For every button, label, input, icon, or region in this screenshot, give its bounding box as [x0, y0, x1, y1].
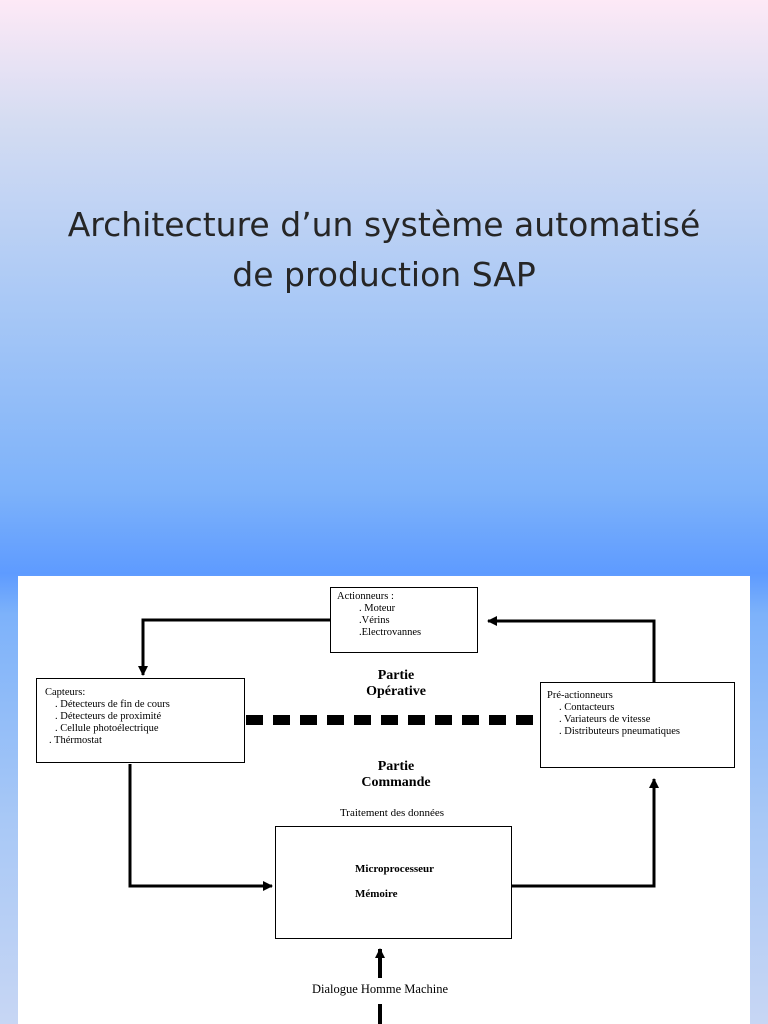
capteurs-item: . Détecteurs de fin de cours	[55, 699, 170, 710]
partie-operative-line1: Partie	[377, 668, 415, 683]
partie-operative-line2: Opérative	[366, 684, 426, 699]
diagram-connectors	[128, 616, 659, 1024]
microprocesseur-label: Microprocesseur	[355, 863, 435, 875]
capteurs-item: . Thérmostat	[49, 735, 102, 746]
capteurs-header: Capteurs:	[45, 687, 86, 698]
memoire-label: Mémoire	[355, 888, 398, 900]
traitement-label: Traitement des données	[339, 807, 445, 819]
dialogue-homme-machine-label: Dialogue Homme Machine	[280, 982, 480, 997]
capteurs-item: . Cellule photoélectrique	[55, 723, 159, 734]
preactionneurs-item: . Distributeurs pneumatiques	[559, 726, 681, 737]
capteurs-item: . Détecteurs de proximité	[55, 711, 162, 722]
preactionneurs-item: . Contacteurs	[559, 702, 615, 713]
actionneurs-box: Actionneurs : . Moteur .Vérins .Electrov…	[330, 587, 478, 653]
processing-box: Microprocesseur Mémoire	[275, 826, 512, 939]
actionneurs-header: Actionneurs :	[337, 591, 394, 602]
partie-commande-line1: Partie	[377, 759, 415, 774]
actionneurs-item: .Vérins	[359, 615, 390, 626]
actionneurs-item: .Electrovannes	[359, 627, 422, 638]
preactionneurs-box: Pré-actionneurs . Contacteurs . Variateu…	[540, 682, 735, 768]
actionneurs-item: . Moteur	[359, 603, 396, 614]
title-line-2: de production SAP	[232, 255, 536, 294]
sap-architecture-diagram: Actionneurs : . Moteur .Vérins .Electrov…	[18, 576, 750, 1024]
preactionneurs-item: . Variateurs de vitesse	[559, 714, 651, 725]
partie-commande-label: Partie Commande	[336, 759, 456, 791]
arrow-actionneurs-to-capteurs	[138, 618, 330, 676]
slide-title: Architecture d’un système automatisé de …	[0, 200, 768, 300]
arrow-processing-to-preactionneurs	[512, 778, 659, 888]
title-line-1: Architecture d’un système automatisé	[67, 205, 701, 244]
arrow-capteurs-to-processing	[128, 764, 273, 891]
arrow-preactionneurs-to-actionneurs	[487, 616, 656, 682]
partie-operative-label: Partie Opérative	[336, 668, 456, 700]
capteurs-box: Capteurs: . Détecteurs de fin de cours .…	[36, 678, 245, 763]
partie-commande-line2: Commande	[361, 775, 431, 790]
preactionneurs-header: Pré-actionneurs	[547, 690, 613, 701]
